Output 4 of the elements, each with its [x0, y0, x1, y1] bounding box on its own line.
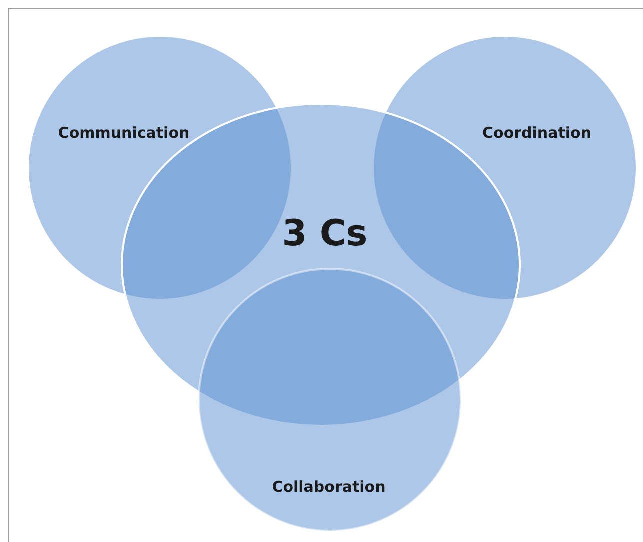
center-label: 3 Cs: [282, 214, 368, 254]
circle-label: Communication: [58, 124, 190, 142]
circle-label: Collaboration: [272, 478, 386, 496]
circle-label: Coordination: [482, 124, 592, 142]
